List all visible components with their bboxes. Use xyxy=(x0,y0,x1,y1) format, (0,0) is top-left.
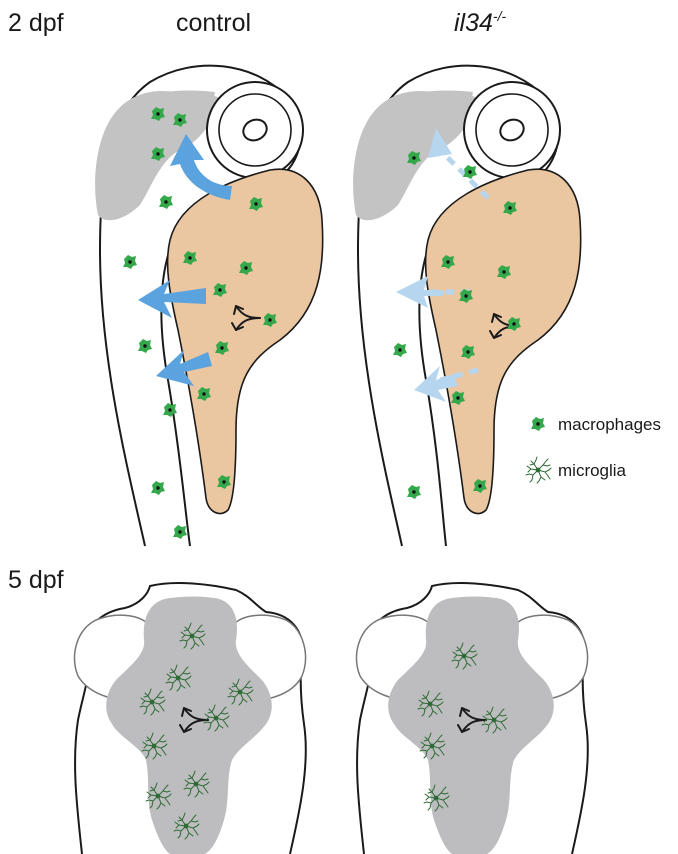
stage-label-2dpf: 2 dpf xyxy=(8,9,64,37)
legend-label-macrophages: macrophages xyxy=(558,415,661,434)
stage-label-5dpf: 5 dpf xyxy=(8,566,64,594)
column-label-mutant: il34-/- xyxy=(454,8,506,37)
embryo-2dpf-control xyxy=(95,66,323,546)
brain-5dpf-mutant xyxy=(357,583,588,854)
legend-label-microglia: microglia xyxy=(558,461,627,480)
column-label-control: control xyxy=(176,9,251,37)
brain-5dpf-control xyxy=(75,583,306,854)
mutant-genotype-superscript: -/- xyxy=(493,8,507,24)
legend: macrophages microglia xyxy=(526,415,661,483)
microglia-cell-icon xyxy=(526,457,551,483)
macrophage-cell-icon xyxy=(531,417,545,431)
mutant-gene-name: il34 xyxy=(454,9,493,37)
yolk-sac xyxy=(168,169,323,513)
